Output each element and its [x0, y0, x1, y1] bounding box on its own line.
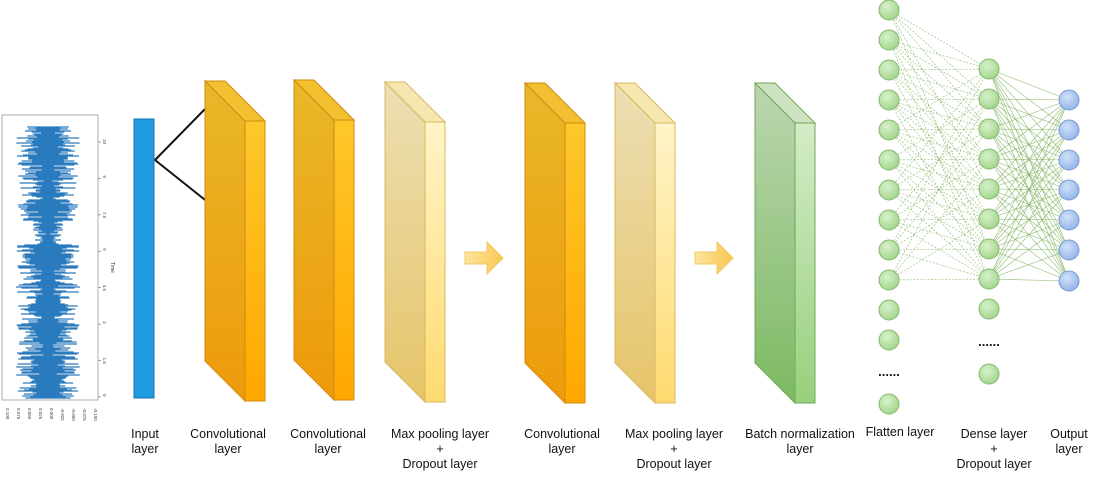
flatten-layer-label: Flatten layer	[865, 425, 935, 439]
waveform-x-tick: 0.075	[16, 408, 21, 420]
dense-layer-label: Dense layer+Dropout layer	[956, 427, 1032, 471]
arrow-1	[464, 240, 504, 276]
waveform-signal	[16, 126, 80, 399]
waveform-x-tick: -0.025	[60, 408, 65, 421]
flatten-neuron	[878, 59, 900, 81]
pool-layer-1-label: Max pooling layer+Dropout layer	[391, 427, 489, 471]
waveform-plot: 0 1.5 3 4.5 6 7.5 9 10 0.100 0.075 0.050 0.025 0.00…	[1, 114, 115, 421]
output-neuron	[1058, 119, 1080, 141]
conv-layer-2-block	[292, 78, 356, 402]
batchnorm-layer-block	[753, 81, 817, 405]
output-neuron	[1058, 179, 1080, 201]
flatten-neuron	[878, 393, 900, 415]
flatten-neuron	[878, 29, 900, 51]
waveform-y-tick: 1.5	[102, 358, 107, 365]
waveform-y-axis-label: Time	[109, 262, 115, 273]
flatten-neuron	[878, 209, 900, 231]
output-neuron	[1058, 149, 1080, 171]
network-neurons	[878, 0, 1080, 415]
flatten-neuron	[878, 0, 900, 21]
waveform-y-tick: 3	[102, 321, 107, 324]
dense-neuron	[978, 88, 1000, 110]
dense-neuron	[978, 118, 1000, 140]
flatten-neuron	[878, 239, 900, 261]
input-layer-bar	[133, 118, 155, 399]
arrow-2	[694, 240, 734, 276]
dense-neuron	[978, 363, 1000, 385]
dense-neuron	[978, 208, 1000, 230]
waveform-y-tick: 7.5	[102, 212, 107, 219]
output-neuron	[1058, 209, 1080, 231]
dense-connections	[888, 9, 1070, 282]
waveform-x-tick: -0.075	[82, 408, 87, 421]
waveform-y-tick: 6	[102, 248, 107, 251]
waveform-x-tick: -0.100	[93, 408, 98, 421]
conv-layer-1-block	[203, 79, 267, 403]
dense-neuron	[978, 238, 1000, 260]
conv-layer-3-block	[523, 81, 587, 405]
flatten-neuron	[878, 329, 900, 351]
waveform-y-tick: 0	[102, 394, 107, 397]
waveform-x-tick: 0.050	[27, 408, 32, 420]
dense-neuron	[978, 178, 1000, 200]
dense-neuron	[978, 58, 1000, 80]
flatten-neuron	[878, 299, 900, 321]
waveform-y-tick: 10	[102, 139, 107, 145]
waveform-frame	[1, 114, 99, 401]
dense-neuron	[978, 298, 1000, 320]
waveform-y-ticks: 0 1.5 3 4.5 6 7.5 9 10	[98, 139, 107, 398]
dense-neuron	[978, 268, 1000, 290]
flatten-ellipsis: ......	[878, 364, 900, 379]
waveform-x-tick: -0.050	[71, 408, 76, 421]
pool-layer-2-label: Max pooling layer+Dropout layer	[625, 427, 723, 471]
output-neuron	[1058, 270, 1080, 292]
waveform-x-ticks: 0.100 0.075 0.050 0.025 0.000 -0.025 -0.050 -0.…	[5, 408, 98, 421]
waveform-x-tick: 0.025	[38, 408, 43, 420]
waveform-x-tick: 0.100	[5, 408, 10, 420]
flatten-neuron	[878, 149, 900, 171]
flatten-neuron	[878, 119, 900, 141]
output-neuron	[1058, 239, 1080, 261]
pool-layer-2-block	[613, 81, 677, 405]
waveform-x-tick: 0.000	[49, 408, 54, 420]
flatten-neuron	[878, 179, 900, 201]
kernel-line-top	[154, 107, 207, 161]
flatten-neuron	[878, 269, 900, 291]
dense-neuron	[978, 148, 1000, 170]
dense-ellipsis: ......	[978, 334, 1000, 349]
output-neuron	[1058, 89, 1080, 111]
flatten-neuron	[878, 89, 900, 111]
waveform-y-tick: 9	[102, 175, 107, 178]
pool-layer-1-block	[383, 80, 447, 404]
waveform-y-tick: 4.5	[102, 285, 107, 292]
